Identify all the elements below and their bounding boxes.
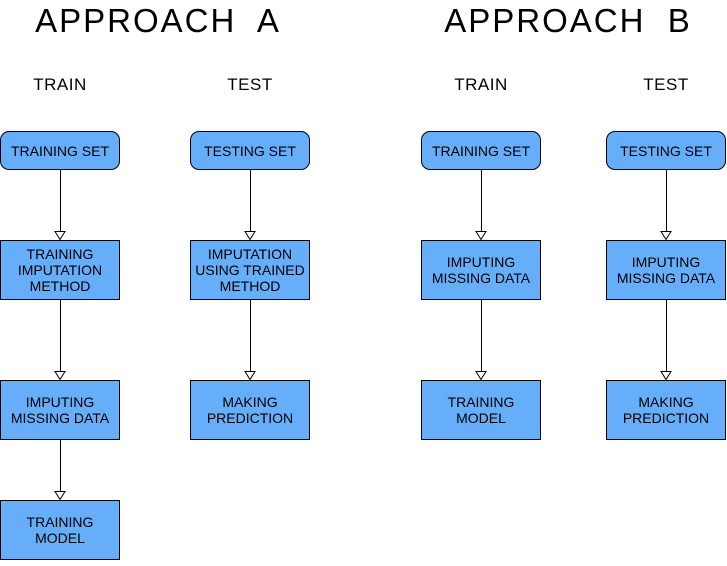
b-test-arrow-1 [660,170,672,240]
approach-b-test-header: TEST [643,75,689,94]
down-arrowhead-icon [244,371,256,380]
b-test-imputing-missing-data-node: IMPUTING MISSING DATA [606,240,726,300]
a-train-arrow-1 [54,170,66,240]
a-train-training-set-node: TRAINING SET [0,131,120,170]
arrow-shaft [59,170,61,232]
a-train-training-model-node: TRAINING MODEL [0,500,120,560]
arrow-shaft [665,300,667,372]
arrow-shaft [59,440,61,492]
a-test-arrow-2 [244,300,256,380]
arrow-shaft [480,300,482,372]
a-test-arrow-1 [244,170,256,240]
approach-a-train-header: TRAIN [33,75,87,94]
b-test-making-prediction-node: MAKING PREDICTION [606,380,726,440]
a-train-arrow-2 [54,300,66,380]
arrow-shaft [249,170,251,232]
arrow-shaft [480,170,482,232]
approach-b-title: APPROACH B [444,2,692,39]
arrow-shaft [249,300,251,372]
approach-a-title: APPROACH A [35,2,281,39]
down-arrowhead-icon [244,231,256,240]
down-arrowhead-icon [54,371,66,380]
b-train-training-model-node: TRAINING MODEL [421,380,541,440]
arrow-shaft [665,170,667,232]
down-arrowhead-icon [54,491,66,500]
down-arrowhead-icon [475,371,487,380]
arrow-shaft [59,300,61,372]
a-train-training-imputation-method-node: TRAINING IMPUTATION METHOD [0,240,120,300]
down-arrowhead-icon [660,231,672,240]
b-test-arrow-2 [660,300,672,380]
a-test-imputation-using-trained-method-node: IMPUTATION USING TRAINED METHOD [190,240,310,300]
b-train-training-set-node: TRAINING SET [421,131,541,170]
down-arrowhead-icon [54,231,66,240]
b-train-arrow-1 [475,170,487,240]
a-train-arrow-3 [54,440,66,500]
a-test-making-prediction-node: MAKING PREDICTION [190,380,310,440]
down-arrowhead-icon [660,371,672,380]
down-arrowhead-icon [475,231,487,240]
b-train-arrow-2 [475,300,487,380]
approach-b-train-header: TRAIN [454,75,508,94]
b-train-imputing-missing-data-node: IMPUTING MISSING DATA [421,240,541,300]
b-test-testing-set-node: TESTING SET [606,131,726,170]
a-test-testing-set-node: TESTING SET [190,131,310,170]
a-train-imputing-missing-data-node: IMPUTING MISSING DATA [0,380,120,440]
approach-a-test-header: TEST [227,75,273,94]
